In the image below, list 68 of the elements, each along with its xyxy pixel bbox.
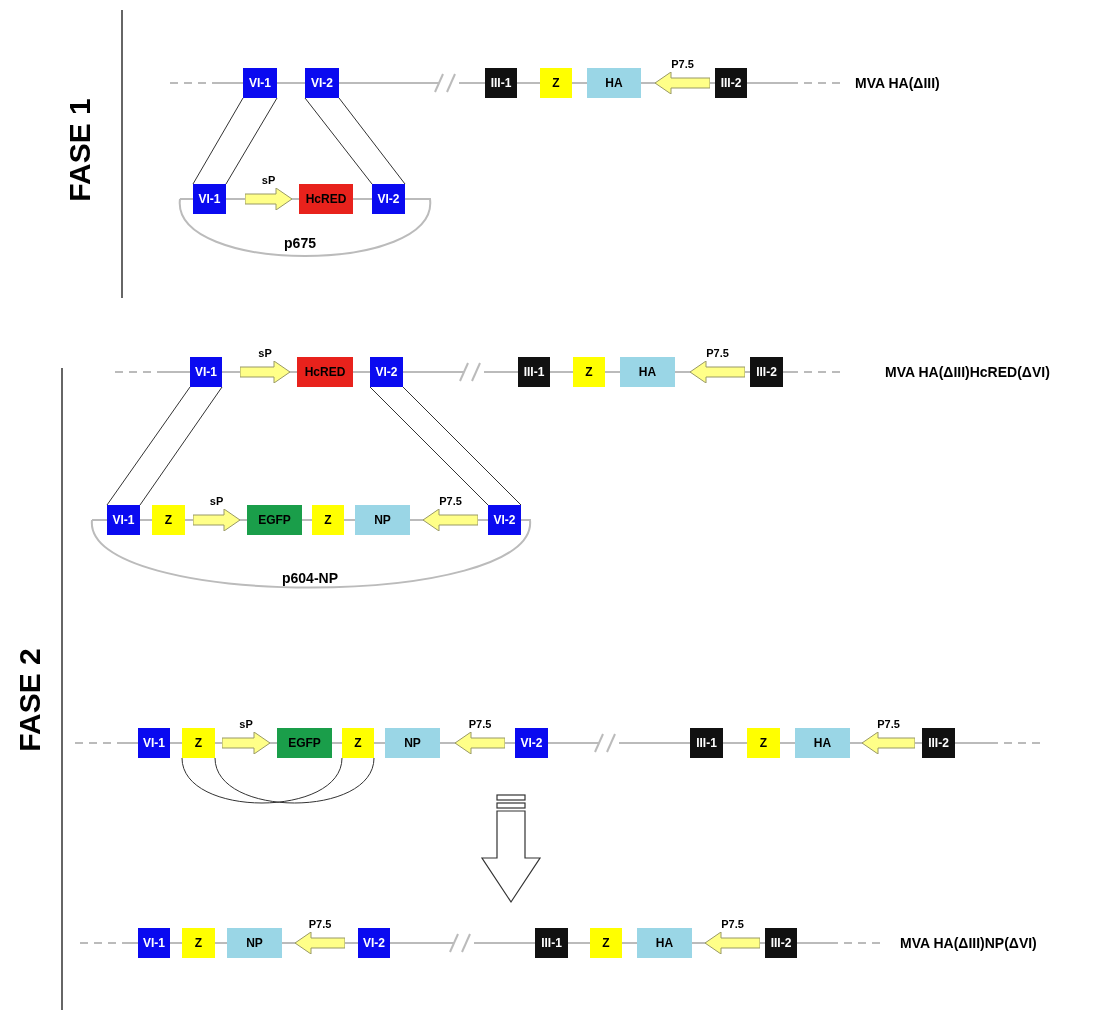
genome-name: MVA HA(ΔIII) [855,75,940,91]
gene-box: VI-2 [488,505,521,535]
gene-box: HA [620,357,675,387]
gene-box: Z [312,505,344,535]
gene-box: III-2 [922,728,955,758]
gene-box: EGFP [247,505,302,535]
gene-box: Z [152,505,185,535]
gene-box: HcRED [297,357,353,387]
phase-title: FASE 2 [13,648,47,752]
connector-line [214,757,375,804]
gene-box: Z [182,928,215,958]
phase-title: FASE 1 [63,98,97,202]
gene-box: HA [795,728,850,758]
gene-box: HcRED [299,184,353,214]
promoter-label: P7.5 [438,495,463,507]
gene-box: NP [355,505,410,535]
connector-line [192,97,244,185]
gene-box: VI-2 [372,184,405,214]
gene-box: VI-1 [190,357,222,387]
gene-box: Z [182,728,215,758]
gene-box: VI-1 [193,184,226,214]
gene-box: Z [342,728,374,758]
gene-box: Z [590,928,622,958]
promoter-label: P7.5 [467,718,493,730]
gene-box: Z [540,68,572,98]
connector-line [402,386,522,506]
promoter-label: P7.5 [720,918,745,930]
plasmid-name: p604-NP [282,570,338,586]
connector-line [369,386,489,506]
connector-line [139,386,223,506]
gene-box: HA [587,68,641,98]
gene-box: VI-1 [243,68,277,98]
gene-box: VI-1 [138,728,170,758]
promoter-label: P7.5 [670,58,695,70]
connector-line [304,97,373,185]
gene-box: III-1 [485,68,517,98]
genome-name: MVA HA(ΔIII)HcRED(ΔVI) [885,364,1050,380]
plasmid-name: p675 [284,235,316,251]
gene-box: III-1 [535,928,568,958]
promoter-label: sP [208,495,225,507]
gene-box: VI-1 [138,928,170,958]
gene-box: III-2 [715,68,747,98]
gene-box: VI-1 [107,505,140,535]
gene-box: NP [227,928,282,958]
promoter-label: P7.5 [876,718,901,730]
gene-box: Z [747,728,780,758]
gene-box: III-1 [518,357,550,387]
gene-box: HA [637,928,692,958]
genome-name: MVA HA(ΔIII)NP(ΔVI) [900,935,1037,951]
connector-line [106,386,191,506]
promoter-label: P7.5 [307,918,333,930]
gene-box: Z [573,357,605,387]
gene-box: EGFP [277,728,332,758]
promoter-label: sP [257,347,273,359]
gene-box: VI-2 [370,357,403,387]
promoter-label: P7.5 [705,347,730,359]
promoter-label: sP [238,718,254,730]
gene-box: III-2 [750,357,783,387]
gene-box: VI-2 [305,68,339,98]
gene-box: VI-2 [358,928,390,958]
connector-line [181,757,343,804]
connector-line [338,97,406,185]
gene-box: III-1 [690,728,723,758]
promoter-label: sP [260,174,277,186]
gene-box: VI-2 [515,728,548,758]
gene-box: III-2 [765,928,797,958]
connector-line [225,97,278,185]
gene-box: NP [385,728,440,758]
